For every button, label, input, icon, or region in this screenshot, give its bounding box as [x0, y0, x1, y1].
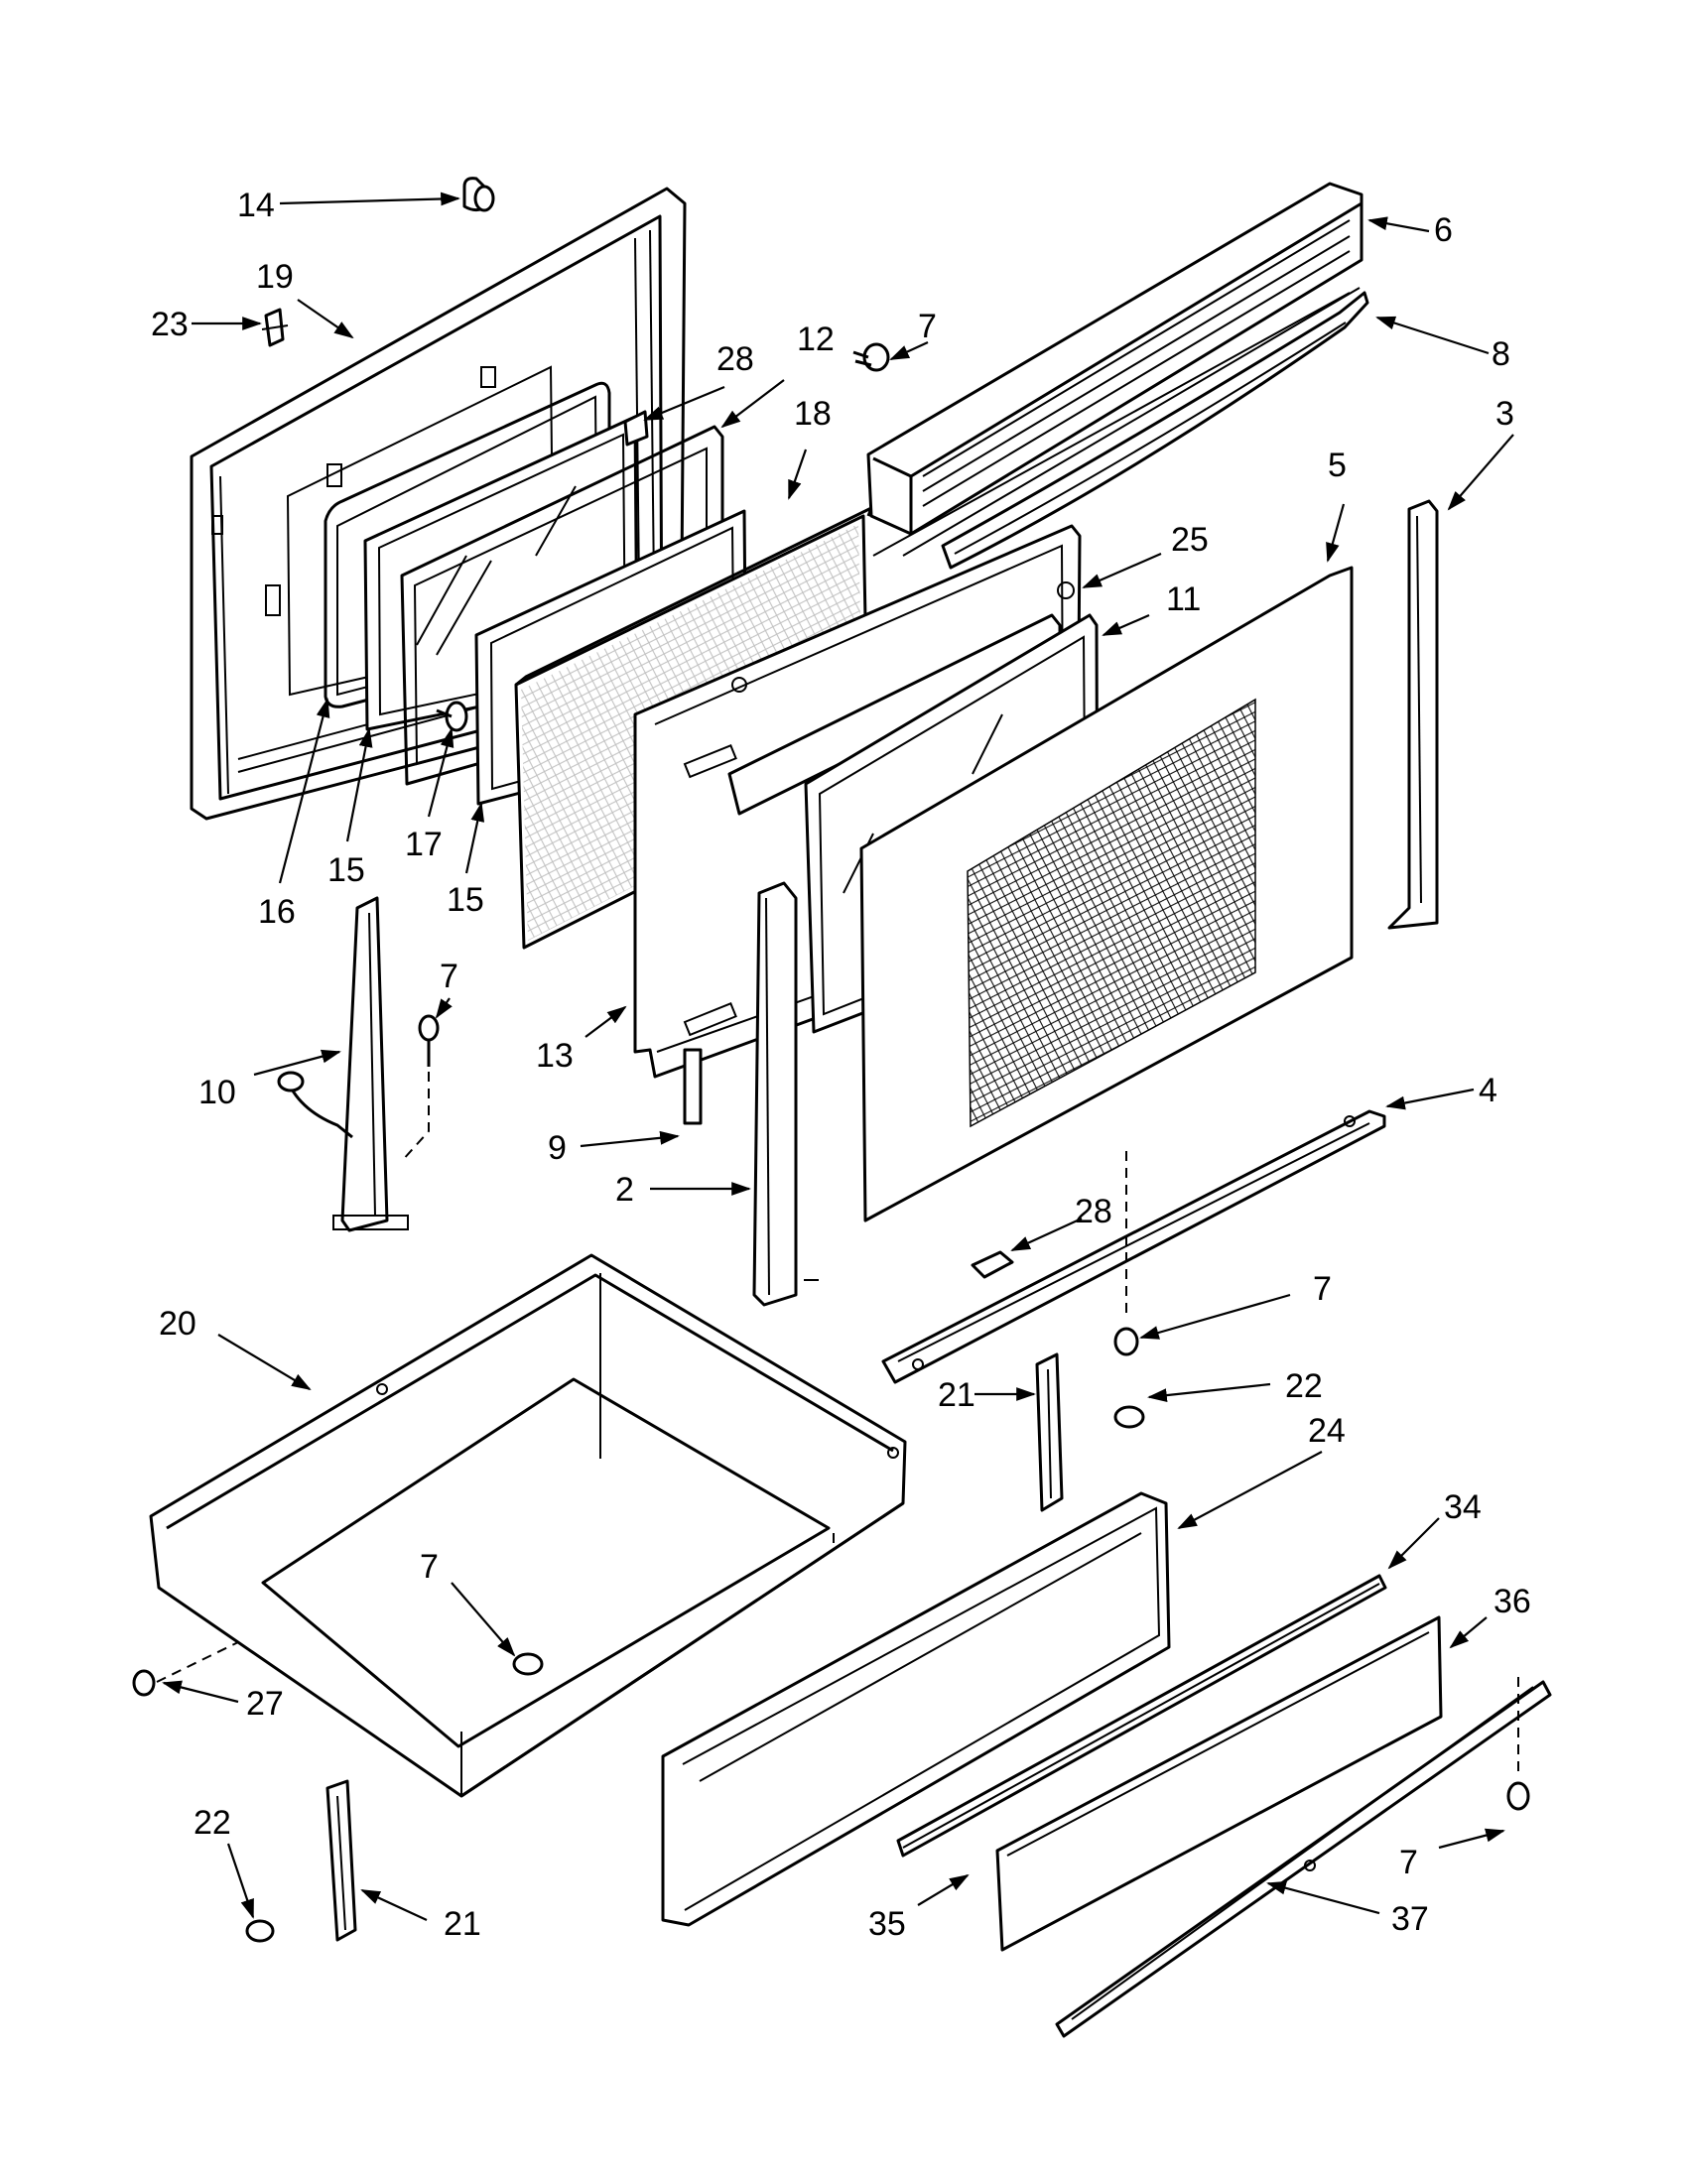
- door-bracket-28: [623, 410, 649, 447]
- callout-16: 16: [258, 893, 296, 931]
- drawer-screw-inner: [512, 1652, 544, 1676]
- callout-7-drawer: 7: [420, 1548, 439, 1586]
- storage-drawer: [149, 1253, 907, 1798]
- callout-7-trim: 7: [1399, 1844, 1418, 1881]
- callout-7-vent: 7: [918, 308, 937, 345]
- callout-27: 27: [246, 1685, 284, 1723]
- callout-15-right: 15: [447, 881, 484, 919]
- drawer-front-panel: [661, 1491, 1171, 1927]
- left-side-trim: [277, 896, 409, 1232]
- callout-8: 8: [1492, 335, 1510, 373]
- drawer-bottom-trim: [1055, 1680, 1552, 2038]
- bracket-screw-left: [245, 1919, 275, 1943]
- callout-18: 18: [794, 395, 832, 433]
- callout-24: 24: [1308, 1412, 1346, 1450]
- door-spacer: [683, 1048, 703, 1125]
- callout-2: 2: [615, 1171, 634, 1209]
- callout-15-left: 15: [327, 851, 365, 889]
- vent-screw: [852, 342, 890, 372]
- callout-12: 12: [797, 321, 835, 358]
- left-trim-screw: [401, 1014, 440, 1162]
- callout-36: 36: [1493, 1583, 1531, 1620]
- callout-21-left: 21: [444, 1905, 481, 1943]
- drawer-bracket-right: [1035, 1352, 1064, 1512]
- drawer-top-trim: [896, 1574, 1387, 1858]
- callout-19: 19: [256, 258, 294, 296]
- callout-14: 14: [237, 187, 275, 224]
- drawer-screw: [132, 1641, 239, 1697]
- drawer-bracket-left: [325, 1779, 357, 1942]
- center-post: [752, 881, 819, 1307]
- callout-21-right: 21: [938, 1376, 975, 1414]
- callout-25: 25: [1171, 521, 1209, 559]
- bracket-screw-right: [1113, 1405, 1145, 1429]
- door-clip: [261, 308, 289, 347]
- outer-door-panel: [859, 566, 1354, 1222]
- callout-17: 17: [405, 826, 443, 863]
- callout-37: 37: [1391, 1900, 1429, 1938]
- callout-7-hinge: 7: [1313, 1270, 1332, 1308]
- leader-lines: [162, 192, 1514, 1921]
- door-screw: [436, 701, 468, 732]
- callout-5: 5: [1328, 447, 1347, 484]
- callout-13: 13: [536, 1037, 574, 1075]
- callout-3: 3: [1495, 395, 1514, 433]
- hinge-bracket-28: [971, 1250, 1014, 1279]
- callout-34: 34: [1444, 1488, 1482, 1526]
- callout-9: 9: [548, 1129, 567, 1167]
- drawer-glass-panel: [995, 1615, 1443, 1952]
- door-bumper: [462, 177, 495, 212]
- callout-11: 11: [1166, 580, 1201, 618]
- callout-20: 20: [159, 1305, 196, 1343]
- trim-screw: [1506, 1677, 1530, 1811]
- callout-10: 10: [198, 1074, 236, 1111]
- door-handle: [941, 291, 1369, 570]
- callout-22-left: 22: [194, 1804, 231, 1842]
- callout-23: 23: [151, 306, 189, 343]
- callout-7-left: 7: [440, 958, 458, 995]
- callout-labels: 14 19 23 28 12 7 6 8 18 3 5 25 11 16 15 …: [151, 187, 1531, 1943]
- callout-28-top: 28: [716, 340, 754, 378]
- bottom-hinge-rail: [881, 1109, 1386, 1384]
- callout-28-bottom: 28: [1075, 1193, 1112, 1230]
- callout-22-right: 22: [1285, 1367, 1323, 1405]
- right-side-trim: [1387, 499, 1439, 930]
- callout-6: 6: [1434, 211, 1453, 249]
- hinge-screw: [1113, 1151, 1139, 1356]
- callout-35: 35: [868, 1905, 906, 1943]
- door-vent-panel: [866, 182, 1363, 557]
- callout-4: 4: [1479, 1072, 1497, 1109]
